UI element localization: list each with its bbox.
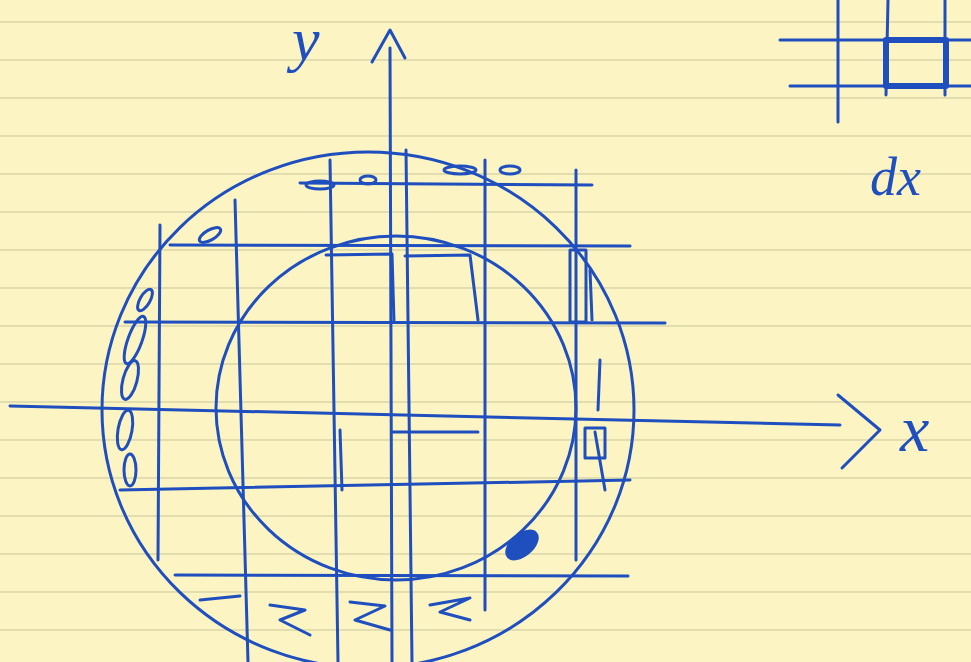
ruled-lines bbox=[0, 22, 971, 630]
grid-lines bbox=[120, 150, 665, 662]
y-axis bbox=[390, 48, 392, 662]
x-arrow bbox=[838, 395, 880, 468]
inset-cell bbox=[780, 0, 971, 122]
inner-circle bbox=[216, 236, 576, 580]
axis-label: x bbox=[900, 396, 929, 462]
boundary-cells bbox=[115, 166, 605, 635]
axis-label: dx bbox=[870, 150, 921, 204]
outer-circle bbox=[102, 152, 634, 662]
inner-cells bbox=[326, 254, 478, 490]
axis-label: y bbox=[292, 8, 320, 70]
x-axis bbox=[10, 406, 840, 425]
y-arrow bbox=[372, 30, 405, 62]
